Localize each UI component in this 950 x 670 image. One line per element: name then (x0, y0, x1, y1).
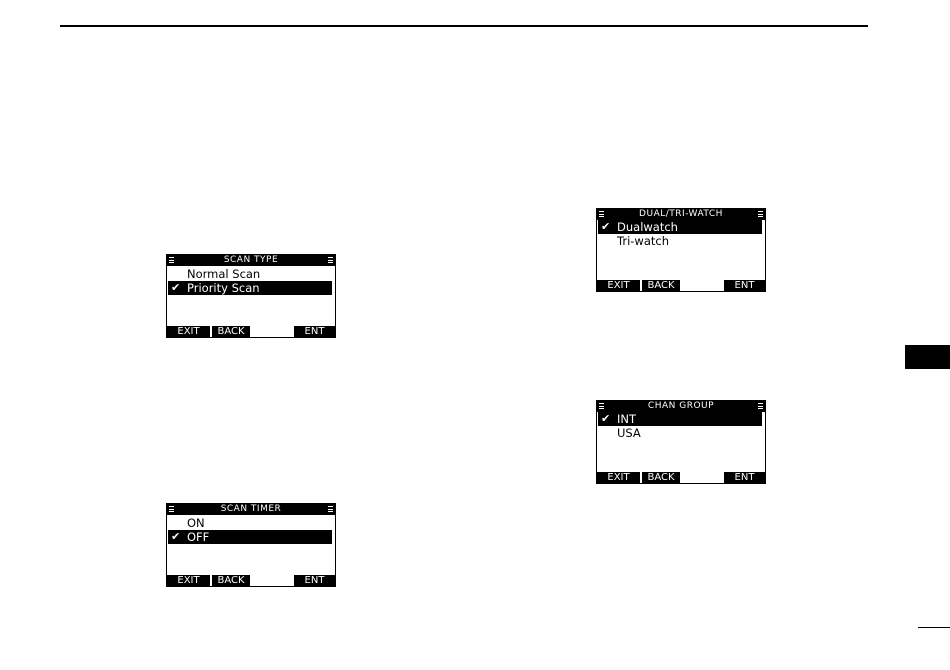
screen-title-bar: CHAN GROUP (597, 401, 765, 412)
section-tab (905, 345, 950, 369)
menu-item-label: Tri-watch (617, 234, 669, 248)
menu-item-tri-watch[interactable]: Tri-watch (598, 234, 762, 248)
back-softkey[interactable]: BACK (642, 280, 680, 291)
header-rule (60, 25, 868, 27)
check-icon: ✔ (171, 530, 180, 544)
menu-item-off[interactable]: ✔ OFF (168, 530, 332, 544)
check-icon: ✔ (601, 412, 610, 426)
menu-item-label: Priority Scan (187, 281, 260, 295)
scan-timer-screen: SCAN TIMER ON ✔ OFF EXIT BACK ENT (166, 503, 336, 587)
menu-item-dualwatch[interactable]: ✔ Dualwatch (598, 220, 762, 234)
back-softkey[interactable]: BACK (212, 575, 250, 586)
enter-softkey[interactable]: ENT (294, 326, 335, 337)
screen-title: CHAN GROUP (648, 401, 714, 411)
exit-softkey[interactable]: EXIT (597, 472, 640, 483)
menu-icon (758, 211, 763, 217)
menu-item-int[interactable]: ✔ INT (598, 412, 762, 426)
menu-icon (758, 403, 763, 409)
exit-softkey[interactable]: EXIT (167, 575, 210, 586)
menu-item-usa[interactable]: USA (598, 426, 762, 440)
enter-softkey[interactable]: ENT (294, 575, 335, 586)
screen-title: SCAN TYPE (224, 255, 278, 265)
exit-softkey[interactable]: EXIT (597, 280, 640, 291)
menu-item-label: USA (617, 426, 641, 440)
enter-softkey[interactable]: ENT (724, 472, 765, 483)
menu-icon (328, 506, 333, 512)
menu-item-label: OFF (187, 530, 209, 544)
menu-item-label: Dualwatch (617, 220, 678, 234)
menu-icon (169, 257, 174, 263)
menu-icon (328, 257, 333, 263)
back-softkey[interactable]: BACK (212, 326, 250, 337)
softkey-bar: EXIT BACK ENT (167, 326, 335, 337)
softkey-bar: EXIT BACK ENT (167, 575, 335, 586)
check-icon: ✔ (601, 220, 610, 234)
page-number-rule (918, 627, 950, 628)
menu-item-label: ON (187, 516, 205, 530)
softkey-bar: EXIT BACK ENT (597, 472, 765, 483)
softkey-bar: EXIT BACK ENT (597, 280, 765, 291)
scan-type-screen: SCAN TYPE Normal Scan ✔ Priority Scan EX… (166, 254, 336, 338)
menu-item-on[interactable]: ON (168, 516, 332, 530)
screen-title: DUAL/TRI-WATCH (639, 209, 723, 219)
menu-item-label: INT (617, 412, 636, 426)
menu-item-label: Normal Scan (187, 267, 260, 281)
screen-title-bar: SCAN TYPE (167, 255, 335, 266)
exit-softkey[interactable]: EXIT (167, 326, 210, 337)
screen-title-bar: SCAN TIMER (167, 504, 335, 515)
menu-icon (599, 211, 604, 217)
check-icon: ✔ (171, 281, 180, 295)
dual-tri-watch-screen: DUAL/TRI-WATCH ✔ Dualwatch Tri-watch EXI… (596, 208, 766, 292)
screen-title: SCAN TIMER (221, 504, 282, 514)
back-softkey[interactable]: BACK (642, 472, 680, 483)
menu-icon (169, 506, 174, 512)
menu-item-priority-scan[interactable]: ✔ Priority Scan (168, 281, 332, 295)
enter-softkey[interactable]: ENT (724, 280, 765, 291)
menu-item-normal-scan[interactable]: Normal Scan (168, 267, 332, 281)
chan-group-screen: CHAN GROUP ✔ INT USA EXIT BACK ENT (596, 400, 766, 484)
menu-icon (599, 403, 604, 409)
screen-title-bar: DUAL/TRI-WATCH (597, 209, 765, 220)
